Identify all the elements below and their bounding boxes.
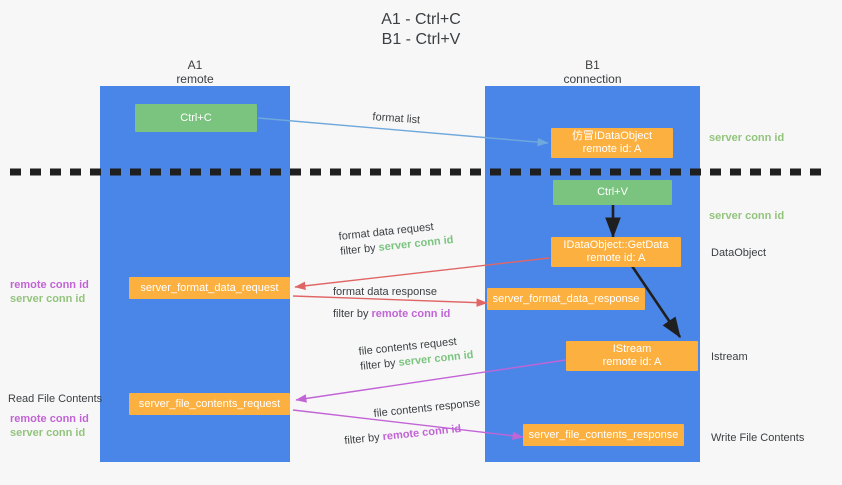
node-server-format-data-response[interactable]: server_format_data_response [487,288,645,310]
filter-prefix: filter by [343,431,384,448]
node-istream-line1: IStream [612,343,652,355]
edge-label-format-data-response: format data response filter by remote co… [333,285,450,322]
edge-label-file-contents-response-line1: file contents response [373,396,481,420]
annotation-conn-ids-mid: remote conn id server conn id [10,278,89,306]
edge-label-format-data-response-filter: filter by remote conn id [333,307,450,322]
column-header-a1: A1 remote [100,58,290,86]
annotation-read-file-contents: Read File Contents [8,393,103,405]
node-idataobject-getdata[interactable]: IDataObject::GetData remote id: A [551,237,681,267]
node-server-format-data-request[interactable]: server_format_data_request [129,277,290,299]
page-title: A1 - Ctrl+C B1 - Ctrl+V [381,11,461,48]
annotation-write-file-contents: Write File Contents [711,432,805,444]
node-ctrl-v[interactable]: Ctrl+V [553,180,672,205]
annotation-server-conn-id-top: server conn id [709,132,785,144]
edge-label-file-contents-response-filter: filter by remote conn id [344,420,484,449]
annotation-server-conn-id-mid: server conn id [709,210,785,222]
node-server-format-data-request-label: server_format_data_request [140,281,279,294]
annotation-istream: Istream [711,351,748,363]
node-getdata-line2: remote id: A [586,252,646,264]
edge-label-file-contents-response: file contents response filter by remote … [344,396,484,447]
node-fake-idataobject-line1: 仿冒IDataObject [571,130,653,142]
node-server-file-contents-response[interactable]: server_file_contents_response [523,424,684,446]
node-server-format-data-response-label: server_format_data_response [492,292,640,305]
node-getdata-line1: IDataObject::GetData [563,239,669,251]
node-istream[interactable]: IStream remote id: A [566,341,698,371]
column-header-a1-sub: remote [176,72,214,86]
filter-prefix: filter by [359,356,400,373]
node-fake-idataobject[interactable]: 仿冒IDataObject remote id: A [551,128,673,158]
annotation-remote-conn-id: remote conn id [10,279,89,291]
node-server-file-contents-request[interactable]: server_file_contents_request [129,393,290,415]
filter-prefix: filter by [339,241,380,258]
edge-label-format-list: format list [372,110,421,128]
annotation-server-conn-id: server conn id [10,427,86,439]
annotation-conn-ids-bottom: remote conn id server conn id [10,412,89,440]
annotation-dataobject: DataObject [711,247,767,259]
edge-label-format-data-response-line1: format data response [333,286,437,298]
column-header-b1: B1 connection [485,58,700,86]
annotation-remote-conn-id: remote conn id [10,413,89,425]
column-header-b1-name: B1 [585,58,600,72]
filter-key-remote-conn-id: remote conn id [382,422,462,444]
edge-label-format-list-text: format list [372,110,421,127]
node-server-file-contents-response-label: server_file_contents_response [528,428,679,441]
node-ctrl-c[interactable]: Ctrl+C [135,104,257,132]
node-ctrl-c-label: Ctrl+C [180,111,212,124]
filter-prefix: filter by [333,308,372,320]
edge-label-file-contents-request: file contents request filter by server c… [358,333,474,375]
column-header-a1-name: A1 [187,58,203,72]
column-header-b1-sub: connection [563,72,622,86]
annotation-server-conn-id: server conn id [10,293,86,305]
node-fake-idataobject-line2: remote id: A [582,143,642,155]
node-istream-line2: remote id: A [602,356,662,368]
edge-label-format-data-request: format data request filter by server con… [338,218,454,260]
node-server-file-contents-request-label: server_file_contents_request [138,397,281,410]
filter-key-remote-conn-id: remote conn id [371,308,451,320]
node-ctrl-v-label: Ctrl+V [597,186,628,198]
